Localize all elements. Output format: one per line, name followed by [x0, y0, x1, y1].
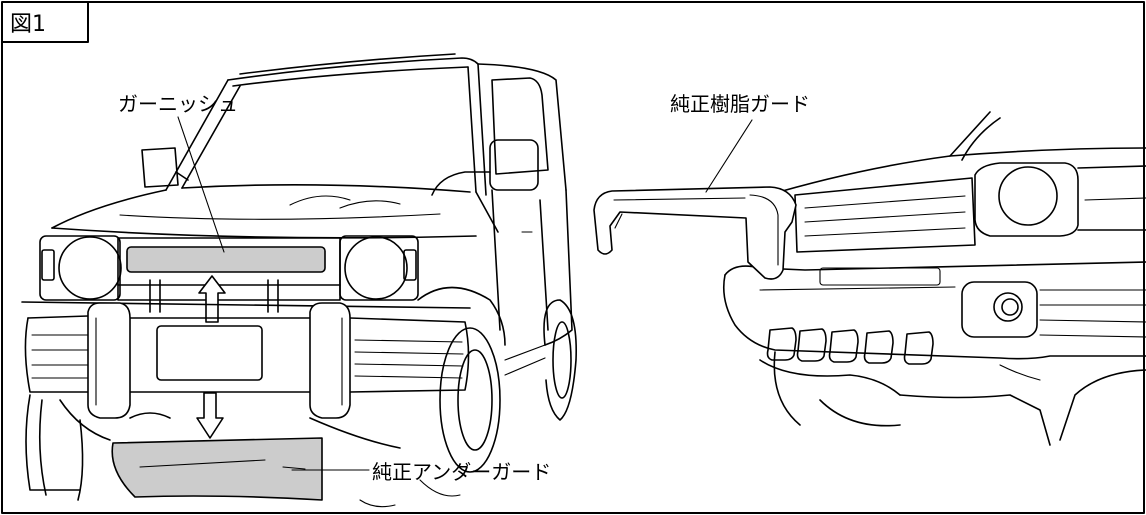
vent — [863, 330, 894, 364]
front-wheel-left — [25, 394, 84, 501]
side-mirror-right — [431, 139, 539, 196]
left-vehicle: ガーニッシュ 純正アンダーガード — [21, 53, 577, 508]
under-guard-part — [111, 437, 323, 501]
headlight-right-view — [974, 162, 1146, 237]
vent — [796, 328, 827, 362]
fog-lamp — [961, 281, 1038, 338]
headlight-left — [39, 235, 122, 301]
underbody-right-view — [759, 351, 1146, 446]
roof — [227, 53, 479, 87]
leader-line-garnish — [177, 116, 225, 253]
figure-label-box — [1, 1, 89, 43]
garnish-part — [126, 246, 326, 273]
callout-resin-guard: 純正樹脂ガード — [670, 92, 810, 116]
hood-line-right-view — [764, 111, 1146, 197]
cabin-side — [477, 63, 573, 346]
license-plate — [156, 325, 263, 381]
vent — [766, 327, 797, 361]
rear-wheel — [504, 299, 577, 421]
resin-guard-part — [593, 186, 797, 280]
bumper-right-view — [722, 261, 1146, 360]
down-arrow — [196, 392, 224, 439]
skid-plate-vents — [766, 327, 934, 365]
grille-right-view — [794, 177, 976, 253]
leader-line-resin-guard — [705, 119, 753, 193]
side-mirror-left — [141, 147, 189, 188]
vent — [903, 331, 934, 365]
bumper-guard-left — [87, 302, 131, 419]
callout-garnish: ガーニッシュ — [118, 92, 238, 116]
front-wheel-right — [417, 286, 506, 473]
headlight-right — [339, 235, 419, 301]
bumper-guard-right — [309, 302, 351, 419]
vent — [828, 329, 859, 363]
callout-under-guard: 純正アンダーガード — [372, 460, 551, 484]
up-arrow — [198, 275, 226, 323]
figure-label: 図1 — [10, 12, 46, 37]
hood — [51, 189, 499, 239]
underbody — [59, 399, 461, 508]
right-vehicle: 純正樹脂ガード — [593, 92, 1146, 446]
